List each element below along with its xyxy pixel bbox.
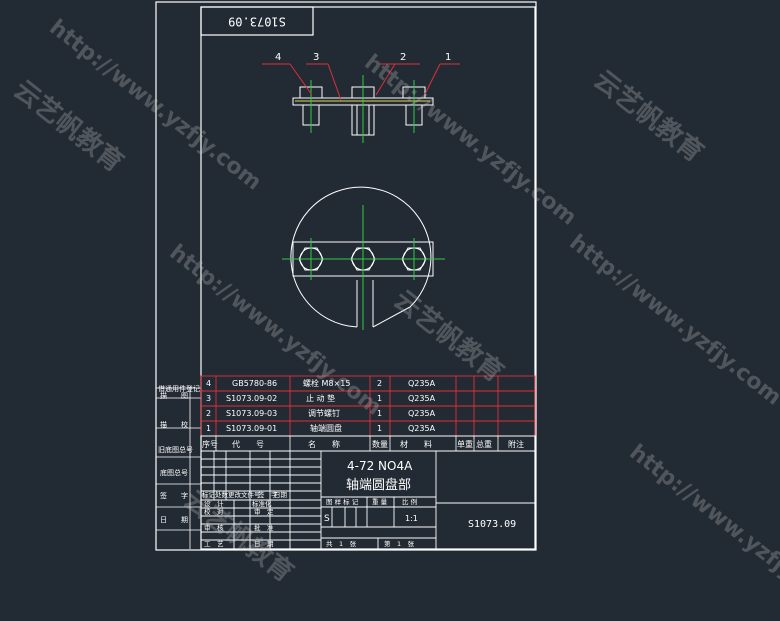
stage-header: 图 样 标 记 xyxy=(326,497,359,506)
bom-header-remark: 附注 xyxy=(508,439,524,449)
bom-name: 螺栓 M8×15 xyxy=(303,378,350,388)
left-strip-label: 借通用件登记 xyxy=(158,384,200,393)
rev-header: 标记 xyxy=(202,490,216,499)
balloon-1: 1 xyxy=(445,52,451,63)
bom-no: 1 xyxy=(206,424,211,433)
bom-name: 调节螺钉 xyxy=(308,408,340,418)
bom-code: GB5780-86 xyxy=(232,379,277,388)
bom-no: 3 xyxy=(206,394,211,403)
approval-right: 审 定 xyxy=(254,507,274,516)
bom-rows: 4 GB5780-86 螺栓 M8×15 2 Q235A 3 S1073.09-… xyxy=(206,378,436,433)
bom-qty: 1 xyxy=(377,424,382,433)
sheet-no: 第 1 张 xyxy=(384,539,415,548)
drawing-code-rotated: S1073.09 xyxy=(228,15,286,29)
cad-drawing-canvas[interactable]: S1073.09 借通用件登记 描 图 描 校 旧底图总号 底图总号 签 字 日… xyxy=(0,0,780,553)
left-strip-labels: 借通用件登记 描 图 描 校 旧底图总号 底图总号 签 字 日 期 xyxy=(158,384,200,524)
scale-value: 1:1 xyxy=(405,514,418,523)
drawing-code: S1073.09 xyxy=(468,519,516,530)
rev-header: 更改文件号 xyxy=(228,490,261,499)
left-strip-label: 描 图 xyxy=(160,391,188,400)
approval-row: 校 对 xyxy=(204,507,224,516)
part-name-label: 轴端圆盘部 xyxy=(346,477,411,493)
approval-row: 审 核 xyxy=(204,523,224,532)
approval-right: 批 准 xyxy=(254,523,274,532)
title-block-text: 4-72 NO4A 轴端圆盘部 标记 处数 更改文件号 签 字 日期 设 计 校… xyxy=(202,459,516,548)
title-block xyxy=(200,450,536,550)
bom-header: 序号 代 号 名 称 数量 材 料 单重 总重 附注 xyxy=(200,435,536,452)
bom-qty: 2 xyxy=(377,379,382,388)
bom-header-name: 名 称 xyxy=(308,439,340,449)
bom-table xyxy=(200,375,536,437)
rev-header: 签 字 xyxy=(258,490,278,499)
sheet-total: 共 1 张 xyxy=(326,539,357,548)
bom-material: Q235A xyxy=(408,424,436,433)
left-strip-label: 描 校 xyxy=(160,420,188,429)
bom-header-qty: 数量 xyxy=(372,439,388,449)
balloon-2: 2 xyxy=(400,52,406,63)
approval-right: 标准化 xyxy=(252,499,272,508)
bom-name: 轴端圆盘 xyxy=(310,423,342,433)
left-strip-label: 日 期 xyxy=(160,516,188,524)
top-view xyxy=(282,186,445,330)
bom-code: S1073.09-01 xyxy=(226,424,277,433)
bom-header-code: 代 号 xyxy=(232,439,264,449)
bom-qty: 1 xyxy=(377,394,382,403)
approval-row: 工 艺 xyxy=(204,540,224,548)
bom-material: Q235A xyxy=(408,409,436,418)
left-strip-label: 旧底图总号 xyxy=(158,445,193,454)
bom-no: 2 xyxy=(206,409,211,418)
bom-no: 4 xyxy=(206,379,211,388)
bom-code: S1073.09-03 xyxy=(226,409,277,418)
bom-material: Q235A xyxy=(408,394,436,403)
balloon-3: 3 xyxy=(313,52,319,63)
bom-header-unit-weight: 单重 xyxy=(457,439,473,449)
stage-header: 重 量 xyxy=(372,498,388,506)
bom-name: 止 动 垫 xyxy=(306,393,335,403)
bom-header-material: 材 料 xyxy=(400,439,432,449)
approval-row: 设 计 xyxy=(204,499,224,508)
rev-header: 日期 xyxy=(274,491,288,499)
front-view: 4 3 2 1 xyxy=(262,52,460,143)
bom-qty: 1 xyxy=(377,409,382,418)
bom-header-total-weight: 总重 xyxy=(476,439,492,449)
bom-code: S1073.09-02 xyxy=(226,394,277,403)
rev-header: 处数 xyxy=(215,490,229,499)
stage-header: 比 例 xyxy=(402,497,417,506)
stage-mark: S xyxy=(324,514,330,524)
approval-right: 日 期 xyxy=(254,540,274,548)
model-label: 4-72 NO4A xyxy=(347,459,413,473)
left-strip-label: 签 字 xyxy=(160,491,188,500)
balloon-4: 4 xyxy=(275,52,281,63)
bom-material: Q235A xyxy=(408,379,436,388)
left-strip-label: 底图总号 xyxy=(160,468,188,477)
left-register-strip xyxy=(156,387,201,549)
bom-header-no: 序号 xyxy=(202,439,218,449)
